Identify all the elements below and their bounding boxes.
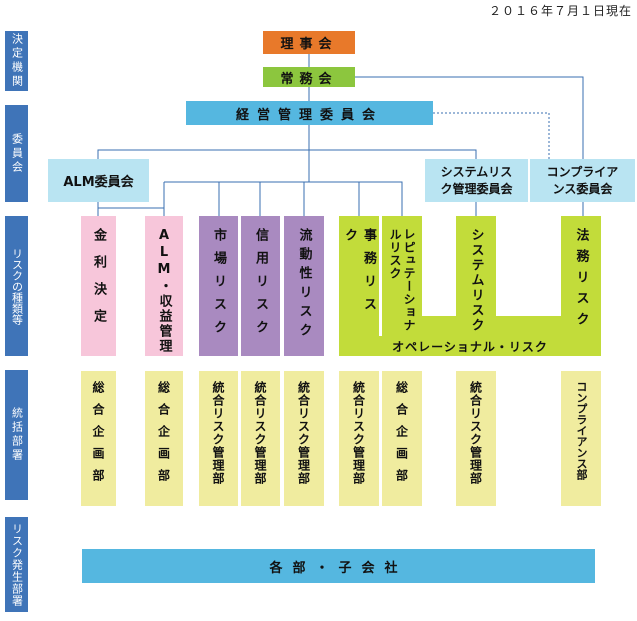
dept-alm: 総合企画部 [145, 371, 183, 506]
line-executive-compliance [355, 76, 584, 159]
dept-admin: 統合リスク管理部 [339, 371, 379, 506]
risk-credit: 信用リスク [241, 216, 280, 356]
risk-reputational: レピュテーショナルリスク [382, 216, 422, 336]
risk-administrative: 事務リスク [339, 216, 379, 336]
sidebar-oversight-label: 統括部署 [5, 370, 28, 500]
dept-reputation: 総合企画部 [382, 371, 422, 506]
board-box: 理事会 [263, 31, 355, 54]
risk-alm-revenue: ALM・収益管理 [145, 216, 183, 356]
dept-system: 統合リスク管理部 [456, 371, 496, 506]
line-to-system-committee [309, 149, 477, 159]
dept-interest: 総合企画部 [81, 371, 116, 506]
sidebar-origin-label: リスク発生部署 [5, 517, 28, 612]
risk-interest-rate: 金利決定 [81, 216, 116, 356]
sidebar-risk-types-label: リスクの種類等 [5, 216, 28, 356]
sidebar-decision-label: 決定機関 [5, 31, 28, 91]
operational-connector-2 [496, 316, 561, 336]
dept-compliance: コンプライアンス部 [561, 371, 601, 506]
dept-liquidity: 統合リスク管理部 [284, 371, 324, 506]
line-to-alm-committee [97, 149, 309, 159]
risk-liquidity: 流動性リスク [284, 216, 324, 356]
compliance-committee-box: コンプライアンス委員会 [530, 159, 635, 202]
executive-box: 常務会 [263, 67, 355, 87]
sidebar-committee-label: 委員会 [5, 105, 28, 202]
risk-legal: 法務リスク [561, 216, 601, 336]
risk-market: 市場リスク [199, 216, 238, 356]
risk-system: システムリスク [456, 216, 496, 336]
line-dotted-compliance [433, 112, 550, 159]
management-committee-box: 経営管理委員会 [186, 101, 433, 125]
line-alm-alm [98, 207, 165, 216]
system-risk-committee-box: システムリスク管理委員会 [425, 159, 528, 202]
alm-committee-box: ALM委員会 [48, 159, 149, 202]
operational-connector-1 [422, 316, 456, 336]
operational-risk-bar: オペレーショナル・リスク [339, 336, 601, 356]
line-bus [164, 181, 403, 216]
dept-credit: 統合リスク管理部 [241, 371, 280, 506]
departments-subsidiaries-bar: 各部・子会社 [82, 549, 595, 583]
dept-market: 統合リスク管理部 [199, 371, 238, 506]
as-of-date: ２０１６年７月１日現在 [488, 4, 632, 18]
